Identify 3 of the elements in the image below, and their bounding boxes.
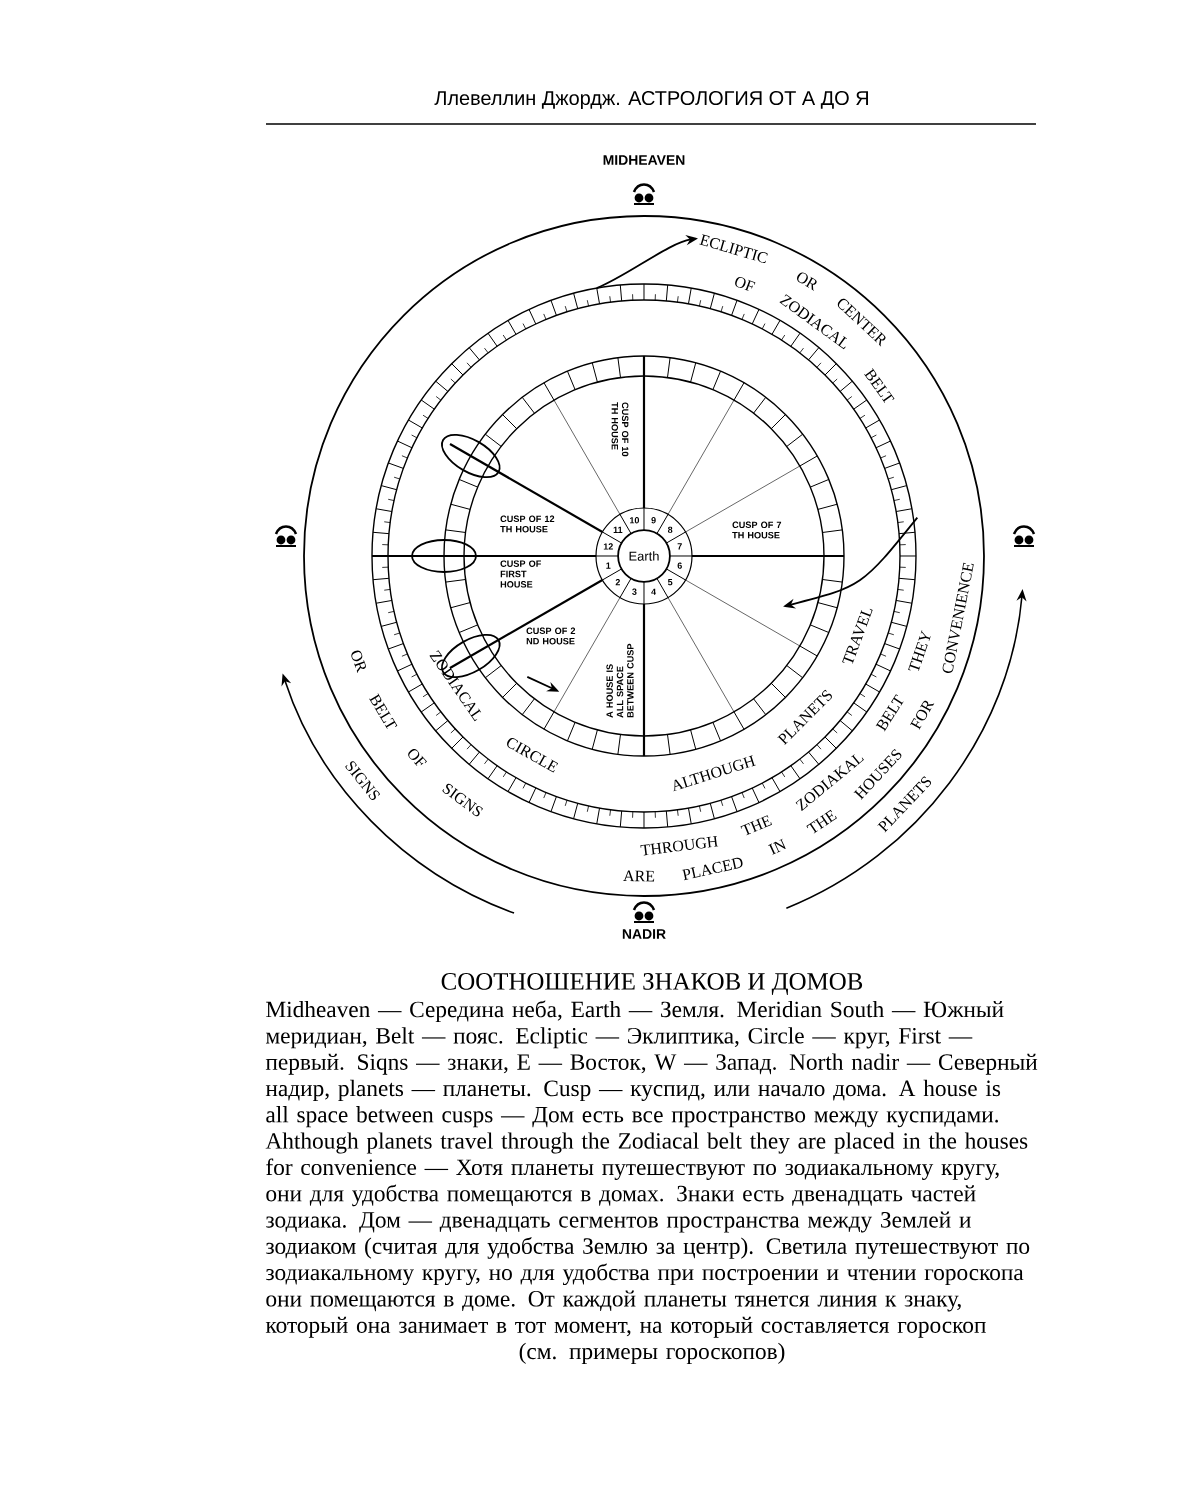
figure-title: СООТНОШЕНИЕ ЗНАКОВ И ДОМОВ [441, 973, 863, 995]
running-head: Ллевеллин Джордж. АСТРОЛОГИЯ ОТ А ДО Я [434, 91, 868, 109]
caption-text: Midheaven — Середина неба, Earth — Земля. Meridian South — Южный меридиан, Belt — пояс. Ecliptic — Эклиптика, Circle — круг, First — первый. Siqns — знаки, E — Восток, W — Запад. North nadir — Северный надир, planets — планеты. Cusp — куспид, или начало дома. A house is all space between cusps — Дом есть все пространство между куспидами. Ahthough planets travel through the Zodiacal belt they are placed in the houses for convenience — Хотя планеты путешествуют по зодиакальному кругу, они для удобства помещаются в домах. Знаки есть двенадцать частей зодиака. Дом — двенадцать сегментов пространства между Землей и зодиаком (считая для удобства Землю за центр). Светила путешествуют по зодиакальному кругу, но для удобства при построении и чтении гороскопа они помещаются в доме. От каждой планеты тянется линия к знаку, который она занимает в тот момент, на который составляется гороскоп (см. примеры гороскопов) [265, 1000, 1038, 1364]
